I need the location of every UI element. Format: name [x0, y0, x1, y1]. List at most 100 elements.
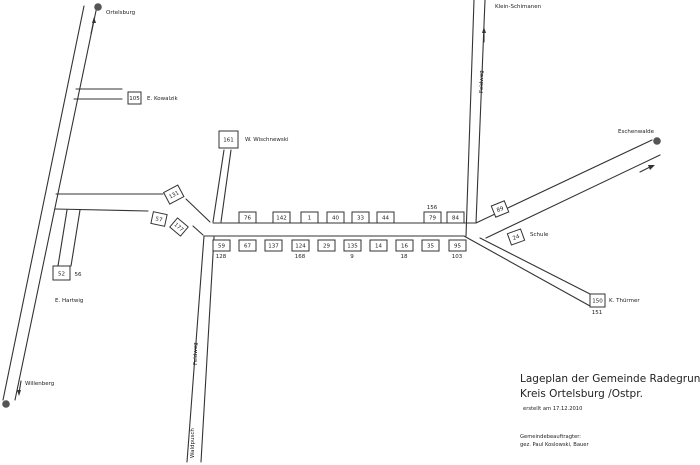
house-44[interactable]: 44 — [376, 211, 395, 224]
number-103: 103 — [452, 254, 463, 260]
label-thuermer: K. Thürmer — [609, 298, 640, 304]
direction-arrows — [17, 17, 655, 396]
label-feldweg-south: Feldweg — [193, 342, 199, 365]
road-eschenwalde-south — [485, 154, 661, 239]
svg-text:150: 150 — [592, 299, 603, 305]
house-59[interactable]: 59 — [212, 239, 231, 252]
road-waldpusch-west — [186, 235, 205, 463]
label-willenberg: Willenberg — [25, 381, 54, 387]
road-hartwig-west — [57, 209, 68, 267]
svg-text:76: 76 — [244, 216, 251, 222]
arrow-down-icon — [17, 380, 22, 396]
arrow-right-icon — [639, 165, 655, 173]
svg-text:161: 161 — [223, 138, 234, 144]
house-14[interactable]: 14 — [369, 239, 388, 252]
label-eschenwalde: Eschenwalde — [618, 129, 655, 135]
house-150[interactable]: 150 — [589, 293, 606, 308]
road-thuermer-south — [463, 235, 591, 307]
legend: Lageplan der Gemeinde Radegrund Kreis Or… — [520, 373, 700, 448]
svg-text:40: 40 — [332, 216, 339, 222]
number-128: 128 — [216, 254, 227, 260]
svg-text:52: 52 — [58, 272, 65, 278]
place-labels: Ortelsburg Klein-Schimanen Eschenwalde W… — [25, 4, 655, 458]
label-schule: Schule — [530, 232, 549, 238]
road-thuermer-north — [479, 237, 591, 295]
svg-text:79: 79 — [429, 216, 436, 222]
svg-text:95: 95 — [454, 244, 461, 250]
house-95[interactable]: 95 — [448, 239, 467, 252]
svg-text:131: 131 — [168, 190, 180, 200]
house-89[interactable]: 89 — [490, 200, 510, 218]
svg-text:135: 135 — [347, 244, 358, 250]
creation-date: erstellt am 17.12.2010 — [523, 406, 582, 412]
eschenwalde-marker — [653, 137, 661, 145]
number-151: 151 — [592, 310, 603, 316]
house-16[interactable]: 16 — [395, 239, 414, 252]
house-137[interactable]: 137 — [264, 239, 283, 252]
representative-title: Gemeindebeauftragter: — [520, 434, 581, 440]
svg-text:57: 57 — [155, 216, 164, 223]
ortelsburg-marker — [94, 3, 102, 11]
house-1[interactable]: 1 — [300, 211, 319, 224]
representative-name: gez. Paul Koslowski, Bauer — [520, 442, 589, 448]
svg-text:142: 142 — [276, 216, 287, 222]
number-9: 9 — [350, 254, 354, 260]
svg-text:105: 105 — [129, 96, 140, 102]
svg-text:16: 16 — [401, 244, 408, 250]
road-wischnewski-east — [220, 149, 232, 223]
svg-text:1: 1 — [308, 216, 312, 222]
road-hartwig-east — [70, 209, 81, 267]
svg-text:84: 84 — [452, 216, 459, 222]
house-35[interactable]: 35 — [421, 239, 440, 252]
house-29[interactable]: 29 — [317, 239, 336, 252]
house-79[interactable]: 79 — [423, 211, 442, 224]
owner-labels: E. Kowalzik W. Wischnewski E. Hartwig K.… — [55, 96, 640, 304]
label-kowalzik: E. Kowalzik — [147, 96, 178, 102]
number-156: 156 — [427, 205, 438, 211]
house-124[interactable]: 124 — [291, 239, 310, 252]
road-klein-schimanen-west — [465, 0, 475, 237]
road-waldpusch-east — [200, 236, 215, 463]
road-west-bottom — [54, 208, 149, 212]
house-84[interactable]: 84 — [446, 211, 465, 224]
label-feldweg-north: Feldweg — [479, 70, 485, 93]
label-klein-schimanen: Klein-Schimanen — [495, 4, 542, 10]
number-56: 56 — [75, 272, 82, 278]
house-52[interactable]: 52 — [52, 265, 71, 281]
svg-text:33: 33 — [357, 216, 364, 222]
svg-text:59: 59 — [218, 244, 225, 250]
svg-text:177: 177 — [172, 222, 184, 234]
road-ortelsburg-willenberg-east — [14, 5, 98, 401]
map-title: Lageplan der Gemeinde Radegrund — [520, 373, 700, 385]
house-67[interactable]: 67 — [238, 239, 257, 252]
label-waldpusch: Waldpusch — [190, 428, 196, 458]
house-57[interactable]: 57 — [150, 211, 168, 227]
svg-text:44: 44 — [382, 216, 389, 222]
willenberg-marker — [2, 400, 10, 408]
number-168: 168 — [295, 254, 306, 260]
arrow-up-icon — [90, 17, 96, 35]
map-subtitle: Kreis Ortelsburg /Ostpr. — [520, 388, 643, 400]
house-161[interactable]: 161 — [218, 130, 239, 149]
svg-text:24: 24 — [512, 234, 521, 242]
label-hartwig: E. Hartwig — [55, 298, 83, 304]
house-76[interactable]: 76 — [238, 211, 257, 224]
arrow-up-icon — [482, 27, 486, 43]
svg-text:89: 89 — [496, 206, 505, 214]
house-177[interactable]: 177 — [169, 217, 189, 237]
svg-text:35: 35 — [427, 244, 434, 250]
house-135[interactable]: 135 — [343, 239, 362, 252]
house-105[interactable]: 105 — [127, 91, 142, 105]
houses: 105 161 131 57 177 52 76 142 — [52, 91, 606, 308]
house-24[interactable]: 24 — [506, 228, 526, 246]
label-ortelsburg: Ortelsburg — [106, 10, 135, 16]
label-wischnewski: W. Wischnewski — [245, 137, 289, 143]
svg-text:29: 29 — [323, 244, 330, 250]
svg-text:67: 67 — [244, 244, 251, 250]
house-131[interactable]: 131 — [162, 184, 185, 205]
house-33[interactable]: 33 — [351, 211, 370, 224]
house-40[interactable]: 40 — [326, 211, 345, 224]
house-142[interactable]: 142 — [272, 211, 291, 224]
road-ortelsburg-willenberg-west — [2, 5, 85, 401]
